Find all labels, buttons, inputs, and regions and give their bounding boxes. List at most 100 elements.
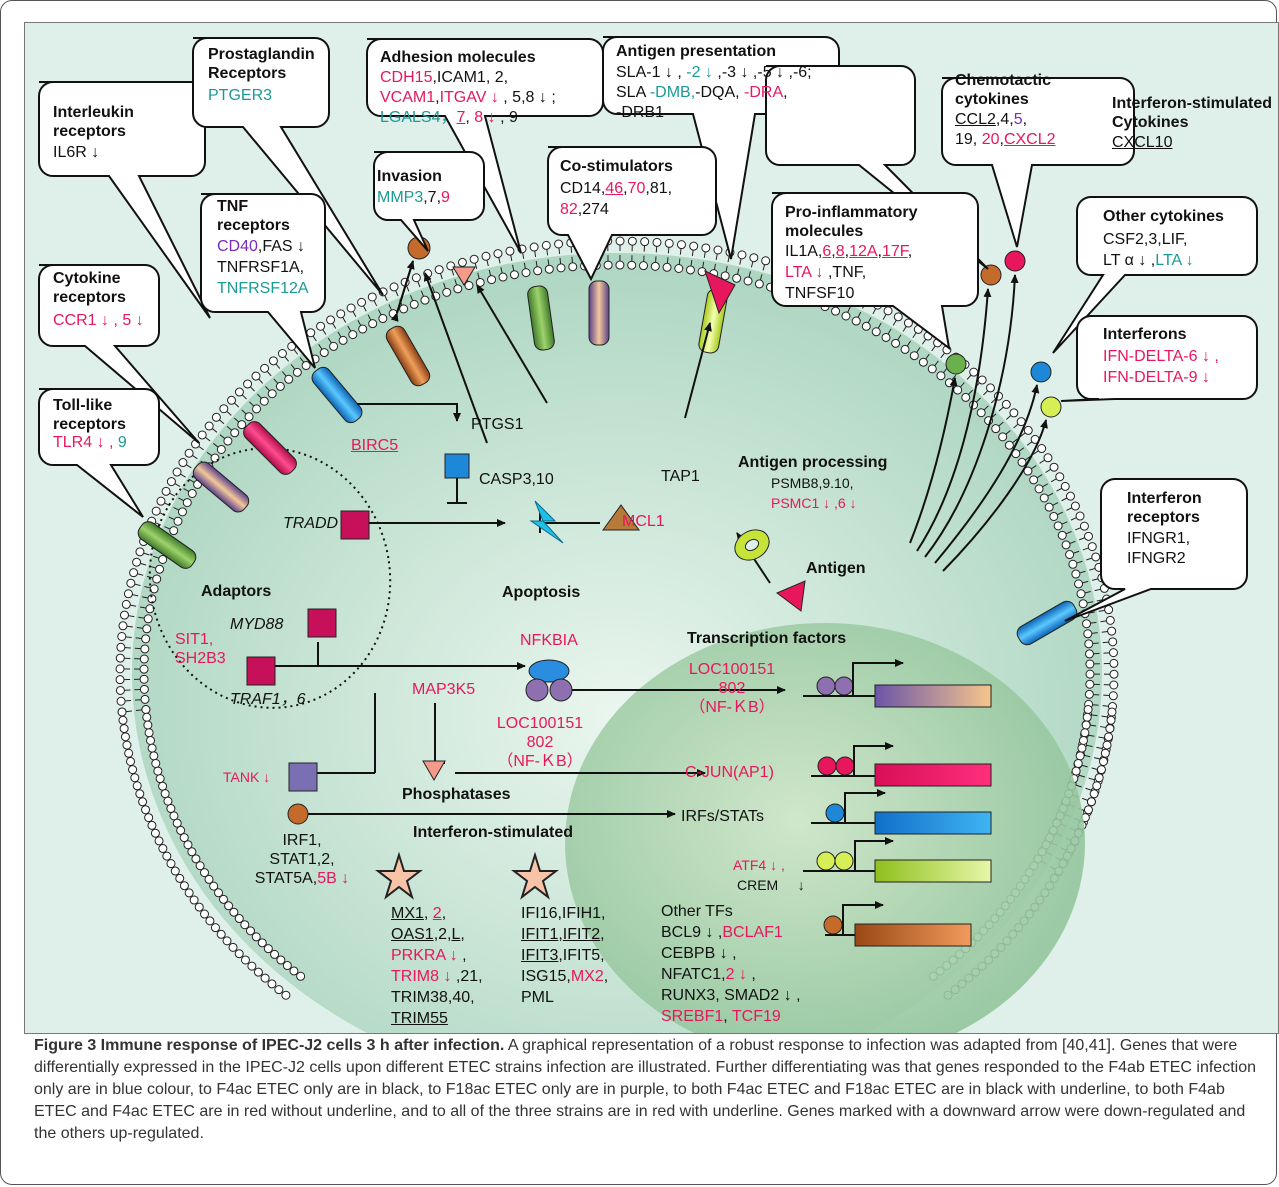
lipid-head xyxy=(627,236,637,246)
lipid-tail xyxy=(130,604,137,607)
callouts xyxy=(38,36,1258,622)
lipid-head xyxy=(1084,639,1094,649)
lipid-tail xyxy=(135,637,142,639)
lipid-tail xyxy=(1085,787,1092,791)
lipid-tail xyxy=(703,251,706,258)
lipid-head xyxy=(1034,484,1044,494)
lipid-head xyxy=(676,240,686,250)
lipid-head xyxy=(252,404,262,414)
psmc-label: PSMC1 ↓ ,6 ↓ xyxy=(771,495,857,511)
lipid-tail xyxy=(226,410,232,416)
lipid-head xyxy=(234,914,244,924)
apoptosis-label: Apoptosis xyxy=(502,584,581,601)
lipid-head xyxy=(183,840,193,850)
lipid-tail xyxy=(1090,724,1097,727)
lipid-tail xyxy=(143,552,150,556)
lipid-tail xyxy=(377,309,382,316)
lipid-tail xyxy=(409,294,414,301)
lipid-tail xyxy=(750,261,754,268)
lipid-tail xyxy=(312,335,317,342)
lipid-tail xyxy=(1086,557,1093,561)
lipid-tail xyxy=(486,260,489,267)
nfkb-ball-1 xyxy=(525,678,549,702)
lipid-tail xyxy=(234,402,240,408)
lipid-tail xyxy=(847,306,851,313)
lipid-tail xyxy=(205,436,211,442)
lipid-tail xyxy=(233,417,240,423)
myd88-square xyxy=(307,608,337,638)
lipid-head xyxy=(1043,453,1053,463)
lipid-tail xyxy=(140,562,147,566)
lipid-tail xyxy=(1100,620,1107,623)
lipid-head xyxy=(121,599,131,609)
lipid-head xyxy=(969,367,979,377)
lipid-head xyxy=(144,813,154,823)
lipid-tail xyxy=(1099,726,1107,728)
tank-label: TANK ↓ xyxy=(223,769,271,785)
lipid-tail xyxy=(439,273,443,280)
lipid-head xyxy=(195,861,205,871)
interferons-line2: IFN-DELTA-9 ↓ xyxy=(1103,369,1210,386)
lipid-head xyxy=(761,256,771,266)
tap1-label: TAP1 xyxy=(661,468,700,485)
lipid-head xyxy=(130,773,140,783)
lipid-head xyxy=(1104,732,1114,742)
lipid-tail xyxy=(1074,527,1081,531)
lipid-tail xyxy=(451,269,455,276)
lipid-head xyxy=(197,430,207,440)
lipid-tail xyxy=(921,339,927,345)
lipid-head xyxy=(267,389,277,399)
lipid-tail xyxy=(1076,560,1083,564)
lipid-head xyxy=(139,684,149,694)
lipid-head xyxy=(176,825,186,835)
lipid-head xyxy=(1039,493,1049,503)
lipid-head xyxy=(998,432,1008,442)
lipid-head xyxy=(156,496,166,506)
lipid-head xyxy=(329,341,339,351)
costim-line1: CD14,46,70,81, xyxy=(560,180,673,197)
lipid-head xyxy=(909,351,919,361)
lipid-tail xyxy=(1096,746,1103,750)
lipid-head xyxy=(191,854,201,864)
lipid-head xyxy=(115,685,125,695)
lipid-tail xyxy=(1031,465,1037,470)
lipid-tail xyxy=(256,393,262,399)
lipid-head xyxy=(115,653,125,663)
lipid-tail xyxy=(1065,531,1072,535)
lipid-tail xyxy=(1078,537,1085,541)
nfkbia-label: NFKBIA xyxy=(520,632,578,649)
lipid-head xyxy=(1105,615,1115,625)
lipid-head xyxy=(464,281,474,291)
lipid-head xyxy=(282,961,292,971)
lipid-head xyxy=(1004,440,1014,450)
lipid-tail xyxy=(373,300,378,307)
lipid-tail xyxy=(762,264,766,271)
lipid-head xyxy=(158,781,168,791)
lipid-head xyxy=(219,404,229,414)
lipid-head xyxy=(149,584,159,594)
lipid-head xyxy=(1065,491,1075,501)
lipid-tail xyxy=(226,425,232,431)
lipid-tail xyxy=(737,268,740,275)
lipid-head xyxy=(139,674,149,684)
apoptosis-bolt xyxy=(529,500,564,544)
lipid-head xyxy=(229,907,239,917)
lipid-tail xyxy=(1020,432,1026,437)
irf-ball xyxy=(287,803,309,825)
lipid-head xyxy=(1044,502,1054,512)
tf-title: Transcription factors xyxy=(687,630,847,647)
lipid-head xyxy=(141,805,151,815)
lipid-head xyxy=(144,728,154,738)
lipid-head xyxy=(498,272,508,282)
lipid-tail xyxy=(241,394,247,400)
lipid-head xyxy=(348,330,358,340)
lipid-tail xyxy=(293,349,299,355)
lipid-tail xyxy=(249,401,255,407)
lipid-head xyxy=(1100,748,1110,758)
lipid-tail xyxy=(1096,599,1103,602)
lipid-head xyxy=(1077,743,1087,753)
receptor-tnf xyxy=(311,366,363,424)
lipid-head xyxy=(138,797,148,807)
lipid-head xyxy=(251,932,261,942)
lipid-tail xyxy=(332,323,337,329)
